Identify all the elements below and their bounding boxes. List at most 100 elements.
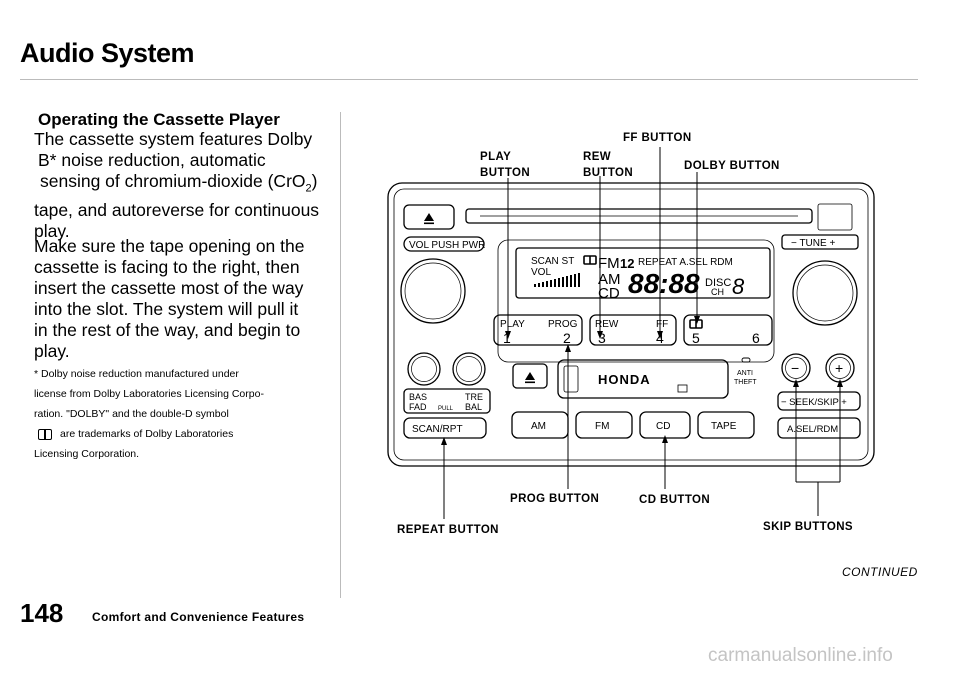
vol-label-frame (403, 236, 485, 252)
page-title: Audio System (20, 38, 195, 68)
para-line: tape, and autoreverse for continuous (34, 199, 320, 220)
intro-paragraph: The cassette system features Dolby B* no… (34, 129, 334, 242)
para-line: play. (34, 220, 70, 241)
para-line: into the slot. The system will pull it (34, 299, 299, 319)
compact-disc-logo-icon (817, 203, 853, 231)
label-line: BUTTON (583, 167, 634, 179)
treble-knob-ring (456, 356, 482, 382)
rew-label: REW (595, 319, 619, 330)
tune-knob-ring (796, 264, 854, 322)
honda-logo: HONDA (598, 372, 651, 387)
preset-3: 3 (598, 330, 606, 346)
continued-label: CONTINUED (842, 565, 918, 579)
volume-bar-graph (534, 273, 580, 287)
page-number: 148 (20, 598, 64, 628)
bal-label: BAL (465, 402, 482, 412)
am-button-label: AM (531, 421, 546, 432)
frequency-readout: 88:88 (628, 268, 700, 299)
cd-indicator: CD (598, 285, 620, 302)
seek-minus-icon: − (791, 360, 799, 376)
footnote-line: * Dolby noise reduction manufactured und… (34, 368, 239, 380)
section-name: Comfort and Convenience Features (92, 610, 305, 624)
prog-button-label: PROG BUTTON (510, 493, 600, 505)
treble-knob (452, 352, 486, 386)
footnote: * Dolby noise reduction manufactured und… (34, 364, 334, 464)
vol-indicator: VOL (531, 267, 551, 278)
para-line: play. (34, 341, 70, 361)
cassette-eject-button (512, 363, 548, 389)
preset-number: 12 (620, 256, 634, 271)
tune-label: − TUNE + (791, 238, 835, 249)
label-line: REW (583, 151, 612, 163)
bass-knob-ring (411, 356, 437, 382)
dolby-logo-divider (44, 429, 46, 439)
dolby-mark-icon (677, 384, 688, 393)
section-heading: Operating the Cassette Player (38, 110, 280, 129)
play-prog-buttons (493, 314, 583, 346)
prog-label: PROG (548, 319, 578, 330)
play-label: PLAY (500, 319, 525, 330)
tune-button (781, 234, 859, 250)
vol-push-pwr-label: VOL PUSH PWR (409, 240, 485, 251)
ff-label: FF (656, 319, 668, 330)
label-line: BUTTON (480, 167, 531, 179)
anti-label: ANTI (737, 370, 753, 377)
callout-leaders (443, 147, 841, 519)
eject-icon-bar (424, 222, 434, 225)
play-button-label: PLAY BUTTON (480, 149, 530, 181)
preset-2: 2 (563, 330, 571, 346)
bas-tre-fad-bal-control (403, 388, 491, 414)
preset-1: 1 (503, 330, 511, 346)
watermark: carmanualsonline.info (708, 645, 893, 666)
head-unit-bezel (393, 188, 869, 461)
dolby-button-label: DOLBY BUTTON (684, 160, 780, 172)
callout-arrowheads (441, 316, 843, 445)
eject-icon (525, 372, 535, 380)
para-line: insert the cassette most of the way (34, 278, 304, 298)
repeat-button-label: REPEAT BUTTON (397, 524, 499, 536)
tre-label: TRE (465, 392, 483, 402)
para-line: cassette is facing to the right, then (34, 257, 300, 277)
seek-skip-button (777, 391, 861, 411)
skip-buttons-label: SKIP BUTTONS (763, 521, 853, 533)
para-text: ) (311, 171, 318, 191)
footnote-line: ration. "DOLBY" and the double-D symbol (34, 408, 229, 420)
cd-slot (465, 208, 813, 224)
theft-label: THEFT (734, 379, 757, 386)
eject-button-top (403, 204, 455, 230)
footnote-line: are trademarks of Dolby Laboratories (34, 424, 334, 444)
scan-rpt-label: SCAN/RPT (412, 424, 463, 435)
repeat-asel-rdm-indicator: REPEAT A.SEL RDM (638, 257, 733, 268)
eject-icon (424, 213, 434, 221)
cassette-door (557, 359, 729, 399)
fad-label: FAD (409, 402, 427, 412)
cassette-door-tab (563, 365, 579, 393)
subscript: 2 (305, 182, 312, 195)
asel-rdm-button (777, 417, 861, 439)
bas-label: BAS (409, 392, 427, 402)
column-divider (340, 112, 341, 598)
footnote-line: license from Dolby Laboratories Licensin… (34, 388, 264, 400)
seek-minus-ring (785, 357, 807, 379)
instructions-paragraph: Make sure the tape opening on the casset… (34, 236, 334, 362)
tape-button (697, 411, 755, 439)
para-text: sensing of chromium-dioxide (CrO (40, 171, 306, 191)
channel-digit: 8 (732, 274, 745, 299)
fm-indicator: FM (598, 255, 620, 272)
para-line: sensing of chromium-dioxide (CrO2) (34, 171, 334, 200)
seek-skip-label: − SEEK/SKIP + (781, 397, 847, 408)
fm-button (575, 411, 633, 439)
volume-knob (400, 258, 466, 324)
para-line: B* noise reduction, automatic (38, 150, 266, 170)
footnote-line: Licensing Corporation. (34, 448, 140, 460)
bass-knob (407, 352, 441, 386)
head-unit-housing (387, 182, 875, 467)
dolby-preset-buttons (683, 314, 773, 346)
disc-indicator: DISC (705, 277, 731, 289)
center-panel (497, 239, 775, 363)
rew-ff-buttons (589, 314, 677, 346)
para-line: The cassette system features Dolby (34, 129, 313, 149)
label-line: PLAY (480, 151, 512, 163)
preset-5: 5 (692, 330, 700, 346)
